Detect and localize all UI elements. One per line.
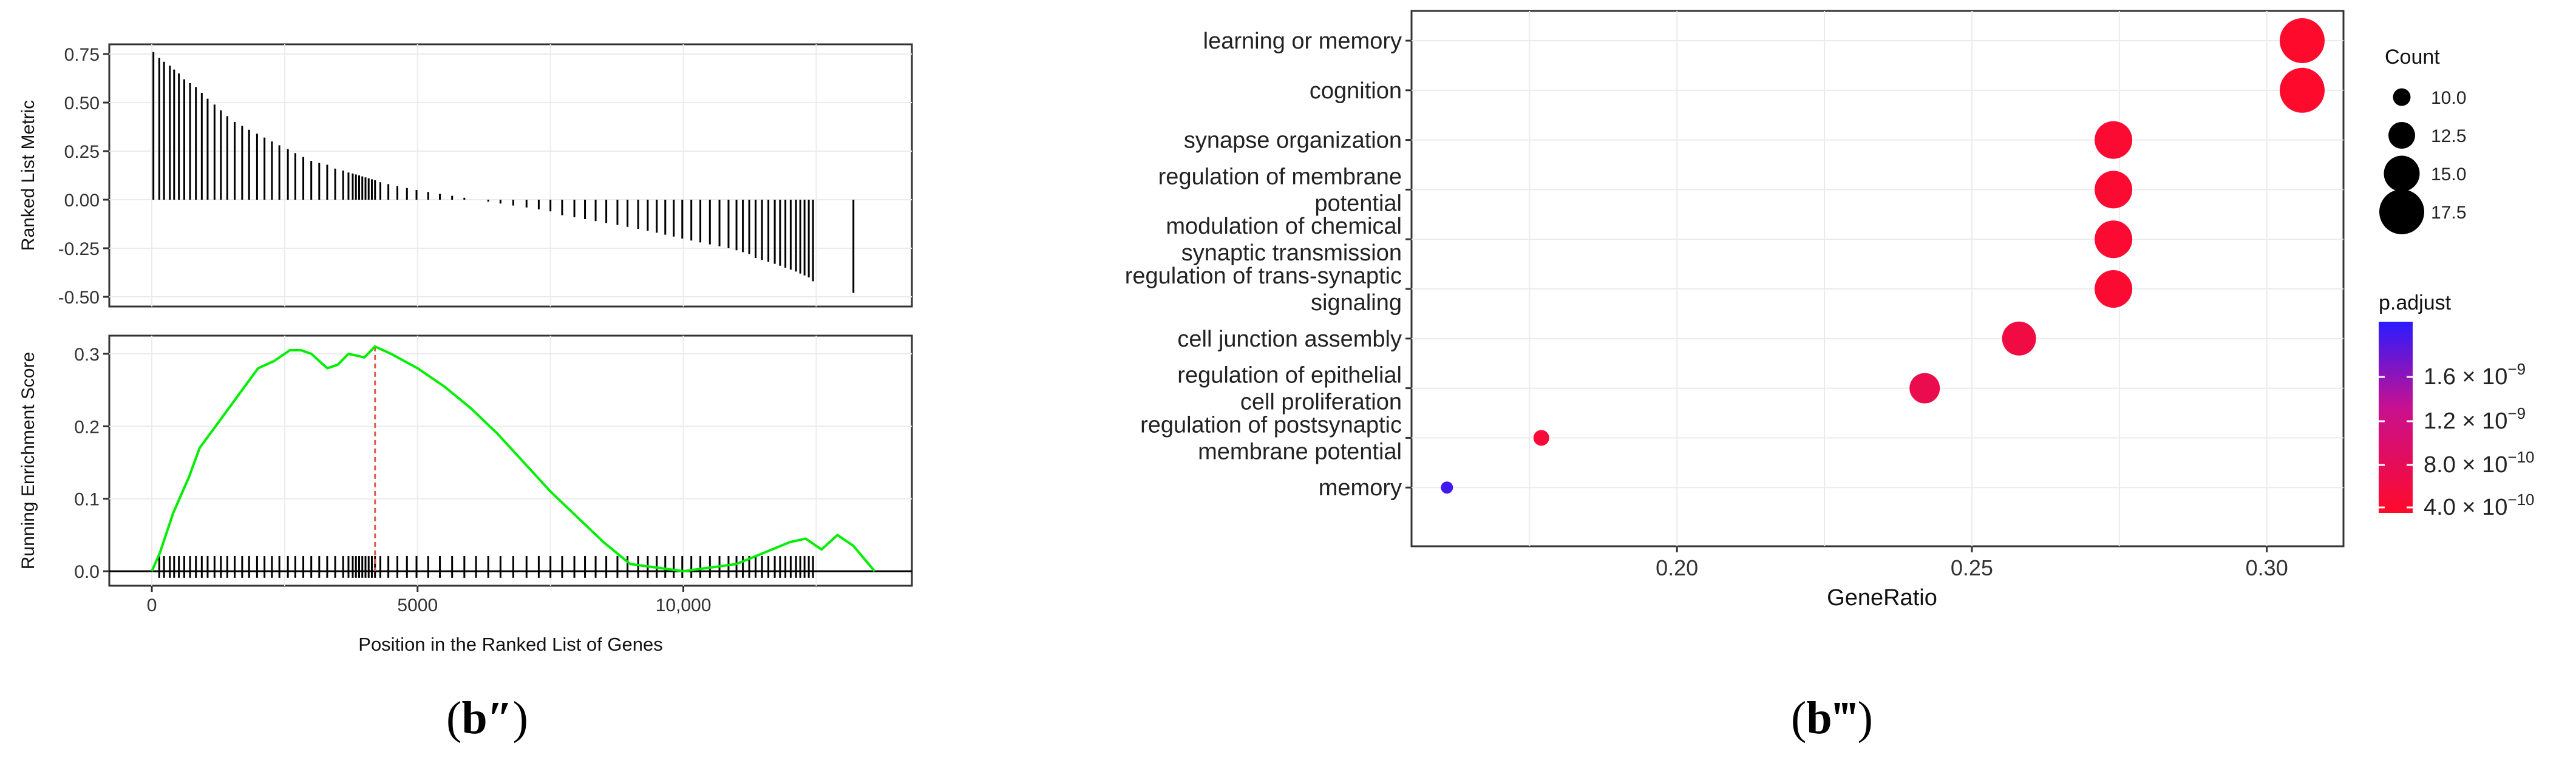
size-legend-label: 17.5 bbox=[2431, 203, 2466, 223]
gsea-plot: 0.750.500.250.00-0.25-0.50 Ranked List M… bbox=[18, 43, 913, 655]
dot-point bbox=[2279, 18, 2325, 63]
y-tick-label: -0.25 bbox=[58, 239, 100, 259]
es-x-label: Position in the Ranked List of Genes bbox=[358, 634, 662, 655]
category-label: synapse organization bbox=[1184, 128, 1402, 154]
dot-x-ticks: 0.20 0.25 0.30 bbox=[1656, 546, 2288, 580]
size-legend: Count 10.0 12.5 15.0 17.5 bbox=[2379, 46, 2466, 234]
size-legend-title: Count bbox=[2385, 46, 2440, 69]
dotplot: learning or memory cognition synapse organ… bbox=[1125, 10, 2535, 611]
color-legend-label: 4.0 × 10−10 bbox=[2424, 490, 2535, 520]
color-legend: p.adjust 1.6 × 10−9 1.2 × 10−9 8.0 × 10−10… bbox=[2379, 291, 2535, 520]
metric-y-ticks: 0.75 0.50 0.25 0.00 -0.25 -0.50 bbox=[58, 45, 109, 308]
color-bar bbox=[2379, 322, 2413, 513]
metric-grid bbox=[109, 44, 912, 307]
caption-b-double-prime: (b″) bbox=[446, 692, 528, 745]
es-line bbox=[151, 345, 876, 573]
metric-y-label: Ranked List Metric bbox=[18, 100, 38, 251]
category-label: cell junction assembly bbox=[1177, 327, 1402, 352]
y-tick-label: 0.75 bbox=[64, 45, 100, 65]
x-tick-label: 10,000 bbox=[656, 595, 712, 615]
es-hit-marks bbox=[158, 346, 814, 578]
category-label: learning or memory bbox=[1203, 29, 1402, 54]
dot-grid bbox=[1412, 11, 2343, 546]
size-legend-label: 10.0 bbox=[2431, 88, 2466, 108]
dot-point bbox=[1441, 481, 1453, 494]
es-curve bbox=[151, 345, 876, 573]
caption-close: ) bbox=[512, 693, 528, 744]
category-label: memory bbox=[1319, 475, 1402, 501]
es-y-label: Running Enrichment Score bbox=[18, 352, 38, 570]
size-legend-dot bbox=[2388, 122, 2415, 149]
category-label: cognition bbox=[1310, 78, 1402, 104]
caption-close: ) bbox=[1857, 693, 1873, 744]
x-tick-label: 0.25 bbox=[1951, 555, 1993, 580]
dot-panel bbox=[1410, 10, 2345, 547]
x-tick-label: 5000 bbox=[397, 595, 438, 615]
caption-b-triple-prime: (b‴) bbox=[1791, 692, 1873, 745]
size-legend-label: 12.5 bbox=[2431, 126, 2466, 146]
y-tick-label: -0.50 bbox=[58, 288, 100, 308]
size-legend-label: 15.0 bbox=[2431, 164, 2466, 185]
color-legend-title: p.adjust bbox=[2379, 291, 2452, 314]
color-legend-label: 8.0 × 10−10 bbox=[2424, 448, 2535, 478]
dot-point bbox=[1533, 430, 1549, 446]
caption-open: ( bbox=[446, 693, 462, 744]
dot-point bbox=[2095, 171, 2133, 209]
dot-point bbox=[2095, 121, 2133, 159]
color-legend-label: 1.2 × 10−9 bbox=[2424, 404, 2526, 434]
x-tick-label: 0.30 bbox=[2246, 555, 2288, 580]
es-panel bbox=[108, 334, 913, 587]
caption-open: ( bbox=[1791, 693, 1807, 744]
dot-point bbox=[1909, 373, 1940, 404]
dot-point bbox=[2002, 321, 2036, 356]
es-axis-ticks: 0.0 0.1 0.2 0.3 0 5000 10,000 bbox=[74, 345, 711, 615]
dot-category-labels: learning or memory cognition synapse organ… bbox=[1125, 29, 1412, 501]
y-tick-label: 0.3 bbox=[74, 345, 100, 365]
dot-points bbox=[1441, 18, 2325, 494]
color-legend-label: 1.6 × 10−9 bbox=[2424, 360, 2526, 390]
dot-point bbox=[2095, 270, 2133, 308]
y-tick-label: 0.2 bbox=[74, 417, 100, 437]
y-tick-label: 0.0 bbox=[74, 562, 100, 582]
dot-x-label: GeneRatio bbox=[1827, 585, 1937, 611]
metric-bars bbox=[152, 52, 855, 293]
y-tick-label: 0.50 bbox=[64, 93, 100, 114]
x-tick-label: 0.20 bbox=[1656, 555, 1698, 580]
y-tick-label: 0.00 bbox=[64, 191, 100, 211]
caption-letter: b″ bbox=[461, 693, 513, 744]
dot-point bbox=[2095, 220, 2133, 259]
dot-point bbox=[2279, 67, 2325, 113]
y-tick-label: 0.1 bbox=[74, 490, 100, 510]
caption-letter: b‴ bbox=[1806, 693, 1858, 744]
size-legend-dot bbox=[2384, 155, 2420, 192]
size-legend-dot bbox=[2379, 189, 2424, 234]
size-legend-dot bbox=[2393, 88, 2411, 106]
y-tick-label: 0.25 bbox=[64, 142, 100, 162]
x-tick-label: 0 bbox=[147, 595, 157, 615]
